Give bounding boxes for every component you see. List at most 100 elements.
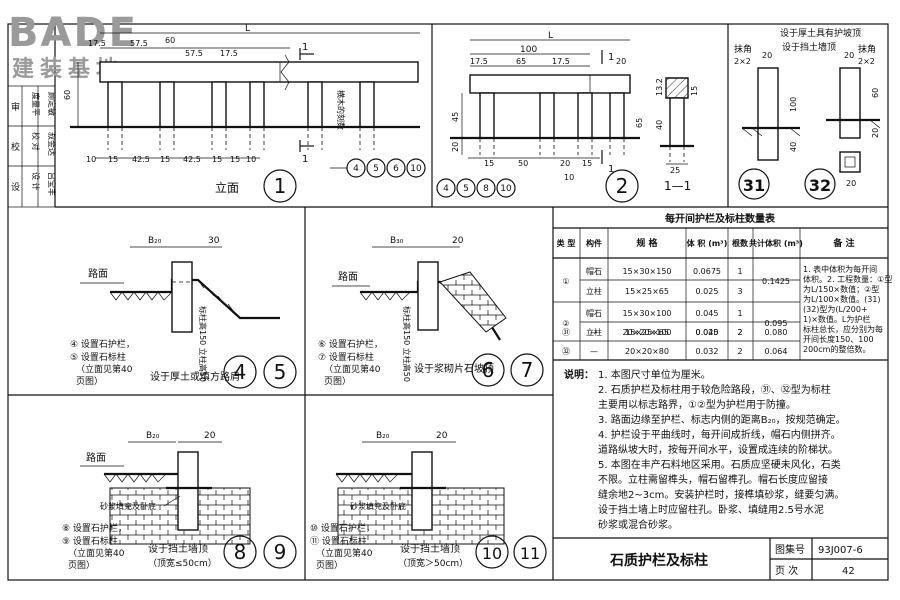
p1-number: 1 <box>274 174 287 198</box>
table-remark-2: 体积。2. 工程数量：①型 <box>803 274 892 284</box>
p2-dim-bot-3: 20 <box>560 159 570 168</box>
page-value: 42 <box>842 566 855 577</box>
note-10: 设于挡土墙上时应留柱孔。卧浆、填缝用2.5号水泥 <box>598 503 824 516</box>
table-cell-count: 2 <box>737 347 742 356</box>
p3-mid-label: 设于挡土墙顶 <box>782 41 836 53</box>
p2-sec-dim-1: 13.2 <box>655 78 664 96</box>
p1-caption: 立面 <box>215 180 239 195</box>
table-cell-vol: 0.0675 <box>693 267 721 276</box>
p67-number-7: 7 <box>521 358 534 382</box>
sig-row-3: 设 <box>11 182 20 193</box>
p67-note-3: （立面见第40 <box>324 363 381 375</box>
p89-caption: 设于挡土墙顶 <box>148 542 208 555</box>
note-8: 不限。立柱需留榫头，帽石留榫孔。帽石长度应留接 <box>598 473 828 486</box>
p2-dim-top-2: 17.5 <box>470 57 488 66</box>
page-label: 页 次 <box>775 564 798 577</box>
p3-plan-square <box>839 151 861 173</box>
table-remark-9: 200cm的整倍数。 <box>803 344 870 354</box>
p1011-note-1: ⑩ 设置石护栏， <box>310 522 375 534</box>
p1-ref-4: 10 <box>410 164 422 174</box>
p1011-w: 20 <box>436 431 448 441</box>
note-6: 道路纵坡大时，按每开间水平，设置成连续的阶梯状。 <box>598 443 838 456</box>
sig-name-2: 叔金达 <box>47 132 57 156</box>
p67-note-1: ⑥ 设置石护栏， <box>318 338 383 350</box>
p2-section-caption: 1—1 <box>664 179 691 193</box>
table-cell-vol: 0.025 <box>696 328 719 337</box>
table-cell-type: ㉛ <box>562 328 570 337</box>
p1011-post <box>411 451 433 531</box>
p2-dim-L: L <box>548 31 553 41</box>
p45-note-4: 页图） <box>76 376 103 387</box>
table-cell-count: 3 <box>737 287 742 296</box>
p89-note-3: （立面见第40 <box>68 547 125 559</box>
table-cell-spec: 20×20×100 <box>622 328 671 337</box>
table-remark-1: 1. 表中体积为每开间 <box>803 264 877 274</box>
p1-post-4 <box>249 81 265 128</box>
p1011-number-10: 10 <box>482 544 502 563</box>
p3-dim-6: 20 <box>871 128 880 138</box>
p89-post <box>177 451 199 531</box>
p89-road: 路面 <box>86 451 106 464</box>
p1-dim-bot-5: 42.5 <box>183 155 201 164</box>
table-cell-type: ㉜ <box>562 347 570 356</box>
notes-label: 说明： <box>564 368 594 381</box>
p2-sec-dim-3: 25 <box>670 166 680 175</box>
p2-sec-dim-2: 15 <box>690 86 699 96</box>
note-11: 砂浆或混合砂浆。 <box>598 518 678 531</box>
p2-dim-side-2: 65 <box>635 118 644 128</box>
table-cell-type: ② <box>562 319 569 328</box>
p1011-caption: 设于挡土墙顶 <box>400 542 460 555</box>
table-remark-5: (32)型为(L/200+ <box>803 304 868 314</box>
p45-b: B₂₀ <box>148 236 162 246</box>
panel-2-elevation: L 100 17.5 65 17.5 20 15 45 20 65 15 50 … <box>436 31 699 203</box>
p2-ref-1: 4 <box>443 184 449 194</box>
table-cell-total: 0.095 <box>765 319 788 328</box>
note-5: 4. 护栏设于平曲线时，每开间成折线，帽石内侧拼齐。 <box>598 428 841 441</box>
p1-post-1 <box>107 81 123 128</box>
p2-post-3 <box>577 92 593 139</box>
panel-8-9: B₂₀ 20 路面 砂浆填充及卧底 ⑧ 设置石护栏， ⑨ 设置石标柱 （立面见第… <box>62 431 297 571</box>
design-notes: 说明： 1. 本图尺寸单位为厘米。 2. 石质护栏及标柱用于较危险路段，㉛、㉜型… <box>564 368 846 531</box>
p1-dim-bot-7: 15 <box>230 155 240 164</box>
table-cell-count: 2 <box>737 328 742 337</box>
p3-dim-2: 20 <box>844 51 854 60</box>
note-9: 缝余地2~3cm。安装护栏时，接榫填砂浆，缝要匀满。 <box>598 488 844 501</box>
table-remark-7: 标柱总长，应分别为每 <box>803 324 883 334</box>
p2-section-mark-top: 1 <box>608 52 614 63</box>
p1-dim-L: L <box>245 24 250 34</box>
p89-note-1: ⑧ 设置石护栏， <box>62 522 127 534</box>
p1-dim-top-1: 17.5 <box>88 39 106 48</box>
panel-31-32: 设于厚土具有护坡顶 抹角 2×2 设于挡土墙顶 抹角 2×2 20 20 100… <box>734 27 881 200</box>
sig-row-2: 校 <box>11 141 20 153</box>
panel-4-5: B₂₀ 30 路面 标柱高150 立柱高50 ④ 设置石护栏， ⑤ 设置石标柱 … <box>70 236 297 389</box>
table-cell-count: 2 <box>737 328 742 337</box>
p1-dim-bot-1: 10 <box>86 155 96 164</box>
p3-title: 设于厚土具有护坡顶 <box>780 27 861 39</box>
p2-section-cap-hatch <box>665 77 689 99</box>
p2-post-1 <box>479 92 495 139</box>
title-block: 石质护栏及标柱 图集号 93J007-6 页 次 42 <box>609 538 888 580</box>
p45-note-2: ⑤ 设置石标柱 <box>70 351 126 363</box>
p1-dim-bot-2: 15 <box>108 155 118 164</box>
p2-dim-top-4: 17.5 <box>552 57 570 66</box>
p3-dim-3: 60 <box>871 88 880 98</box>
p67-rubble-slope <box>439 271 507 333</box>
p89-mortar: 砂浆填充及卧底 <box>100 501 156 511</box>
p2-section-post <box>669 97 685 147</box>
table-cell-part: — <box>590 347 598 356</box>
note-3: 主要用以标志路界，①②型为护栏用于防撞。 <box>598 398 796 411</box>
p1011-note-2: ⑪ 设置石标柱 <box>310 535 367 547</box>
table-remark-3: 为L/150×数值；②型 <box>803 284 879 294</box>
p2-dim-side-3: 20 <box>451 142 460 152</box>
table-cell-type: ① <box>562 277 569 286</box>
p3-number-31: 31 <box>743 176 765 195</box>
table-cell-part: 立柱 <box>586 327 602 337</box>
th-total: 共计体积 (m³) <box>749 238 803 248</box>
p2-ref-4: 10 <box>500 184 512 194</box>
p1-dim-top-5: 60 <box>165 36 175 45</box>
table-cell-total: 0.080 <box>765 328 788 337</box>
table-cell-spec: 15×25×65 <box>625 328 669 337</box>
sig-role-2: 校 对 <box>31 132 41 151</box>
sig-role-1: 度量平 <box>31 92 41 116</box>
p67-note-4: 页图） <box>324 376 351 387</box>
